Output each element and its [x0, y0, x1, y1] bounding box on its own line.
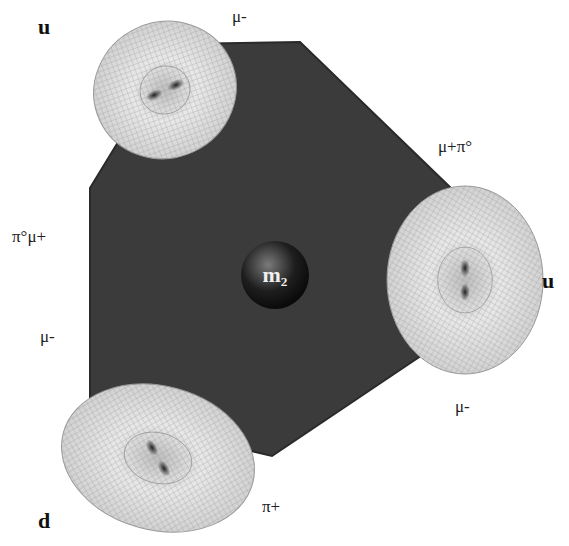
quark-label: u	[542, 270, 554, 292]
torus-shape	[30, 8, 250, 178]
particle-label: π+	[262, 498, 280, 515]
mass-label: m₂	[263, 264, 288, 286]
quark-label: u	[38, 16, 50, 38]
particle-label: π°μ+	[12, 228, 46, 245]
particle-label: μ-	[40, 328, 55, 345]
particle-label: μ+π°	[438, 138, 472, 155]
central-mass: m₂	[240, 240, 310, 310]
quark-label: d	[38, 510, 50, 532]
particle-label: μ-	[455, 398, 470, 415]
quark-torus: d	[30, 370, 260, 540]
torus-shape	[30, 370, 260, 540]
quark-torus: u	[30, 8, 250, 178]
quark-torus: u	[370, 180, 565, 385]
particle-label: μ-	[232, 8, 247, 25]
torus-shape	[370, 180, 565, 385]
